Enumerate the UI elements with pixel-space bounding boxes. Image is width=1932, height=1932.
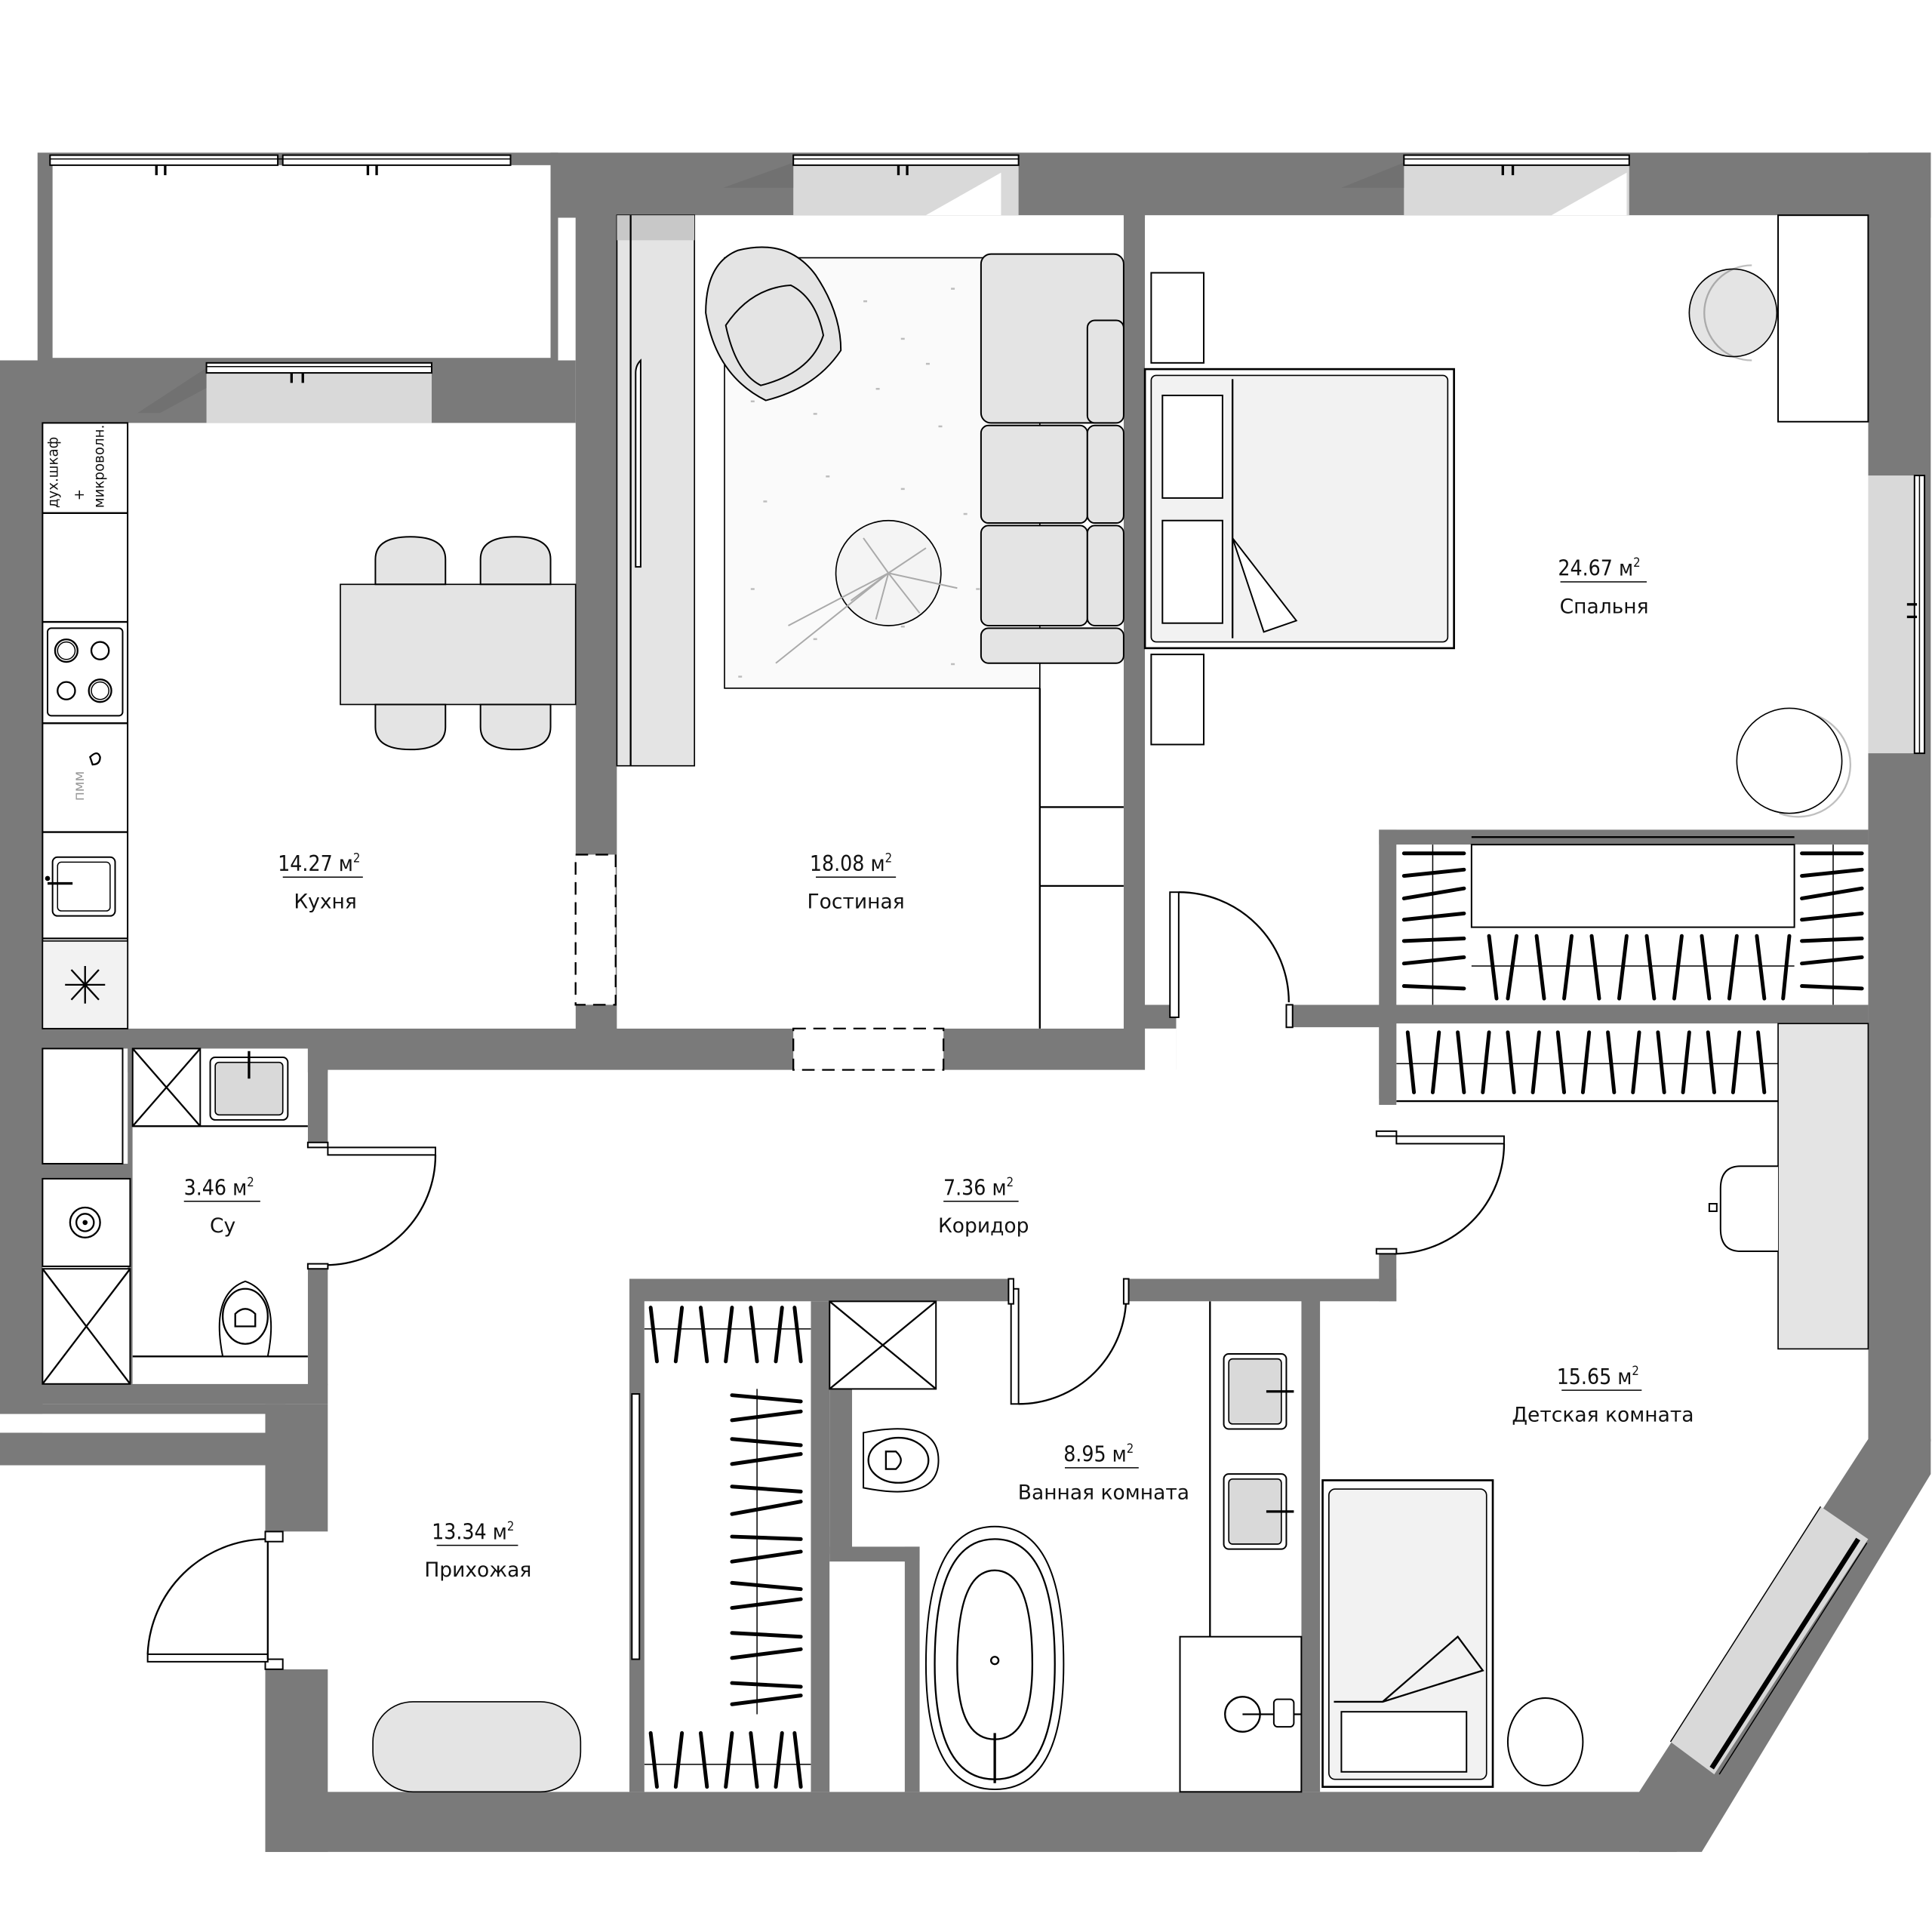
svg-text:24.67 м2: 24.67 м2 bbox=[1558, 555, 1640, 581]
bathtub-icon bbox=[924, 1525, 1065, 1790]
door-wc[interactable] bbox=[306, 1141, 437, 1270]
door-entrance[interactable] bbox=[146, 1531, 284, 1670]
dishwasher-label: пмм bbox=[72, 771, 88, 801]
room-label-bedroom: 24.67 м2 Спальня bbox=[1558, 555, 1648, 618]
shower-icon bbox=[1224, 1696, 1302, 1733]
svg-text:Спальня: Спальня bbox=[1560, 595, 1649, 618]
room-label-kids: 15.65 м2 Детская комната bbox=[1512, 1364, 1694, 1426]
dining-chair bbox=[374, 536, 552, 751]
single-bed bbox=[1321, 1479, 1494, 1788]
kitchen-sink-icon bbox=[45, 856, 116, 917]
living-furniture bbox=[616, 214, 1124, 1071]
room-label-wc: 3.46 м2 Су bbox=[184, 1175, 260, 1238]
room-label-hall: 13.34 м2 Прихожая bbox=[424, 1519, 531, 1582]
bathroom-furniture bbox=[829, 1300, 1303, 1793]
oven-label-line2: микроволн. bbox=[92, 425, 108, 509]
svg-text:8.95 м2: 8.95 м2 bbox=[1063, 1441, 1134, 1467]
toilet-icon bbox=[218, 1280, 272, 1358]
svg-text:Су: Су bbox=[210, 1214, 235, 1238]
window-bedroom-right bbox=[1868, 475, 1926, 755]
double-sink bbox=[1223, 1352, 1294, 1550]
window-kids-diagonal bbox=[1669, 1506, 1869, 1775]
hall-wardrobe bbox=[644, 1306, 811, 1789]
boiler-icon bbox=[42, 1177, 131, 1267]
svg-text:Коридор: Коридор bbox=[938, 1214, 1029, 1238]
window-living bbox=[723, 154, 1020, 216]
shaft-icon-bath bbox=[829, 1300, 937, 1390]
dishwasher-icon: пмм bbox=[72, 752, 101, 801]
svg-text:18.08 м2: 18.08 м2 bbox=[810, 851, 892, 876]
armchair bbox=[705, 246, 842, 401]
svg-text:7.36 м2: 7.36 м2 bbox=[943, 1175, 1014, 1201]
svg-text:Ванная комната: Ванная комната bbox=[1018, 1481, 1189, 1504]
windows bbox=[49, 154, 1926, 1775]
coffee-table-with-plant bbox=[775, 519, 958, 664]
door-bedroom[interactable] bbox=[1169, 891, 1294, 1029]
toilet-icon-bath bbox=[863, 1428, 940, 1493]
svg-text:14.27 м2: 14.27 м2 bbox=[278, 851, 360, 876]
hall-furniture bbox=[372, 1393, 641, 1793]
fridge-icon bbox=[42, 940, 128, 1029]
bedroom-furniture bbox=[1143, 214, 1869, 818]
svg-text:15.65 м2: 15.65 м2 bbox=[1557, 1364, 1639, 1389]
svg-text:Кухня: Кухня bbox=[294, 891, 356, 914]
svg-text:Гостиная: Гостиная bbox=[807, 891, 904, 914]
wc-furniture bbox=[42, 1048, 308, 1385]
door-kids[interactable] bbox=[1375, 1130, 1506, 1255]
cooktop-icon bbox=[47, 627, 124, 717]
svg-text:13.34 м2: 13.34 м2 bbox=[432, 1519, 514, 1545]
door-bathroom[interactable] bbox=[1008, 1278, 1130, 1405]
svg-text:Прихожая: Прихожая bbox=[424, 1558, 531, 1582]
svg-text:Детская комната: Детская комната bbox=[1512, 1404, 1694, 1427]
room-label-bathroom: 8.95 м2 Ванная комната bbox=[1018, 1441, 1189, 1504]
oven-label-line1: дух.шкаф bbox=[45, 437, 61, 508]
shaft-icon bbox=[42, 1048, 202, 1385]
sofa bbox=[980, 253, 1124, 664]
kitchen-furniture: дух.шкаф + микроволн. пмм bbox=[42, 422, 617, 1029]
room-label-living: 18.08 м2 Гостиная bbox=[807, 851, 904, 913]
window-balcony-top bbox=[49, 154, 512, 176]
kids-furniture bbox=[1321, 1023, 1869, 1788]
doors bbox=[146, 891, 1506, 1670]
wc-sink-icon bbox=[209, 1051, 289, 1121]
oven-label: дух.шкаф + микроволн. bbox=[45, 425, 107, 509]
room-label-corridor: 7.36 м2 Коридор bbox=[938, 1175, 1029, 1238]
window-bedroom-top bbox=[1341, 154, 1630, 216]
oven-label-plus: + bbox=[72, 489, 88, 500]
window-kitchen bbox=[137, 361, 433, 423]
room-labels: 14.27 м2 Кухня 18.08 м2 Гостиная 24.67 м… bbox=[184, 555, 1694, 1582]
double-bed bbox=[1143, 368, 1455, 650]
dining-table bbox=[340, 536, 577, 751]
armchair-round bbox=[1688, 264, 1852, 818]
svg-text:3.46 м2: 3.46 м2 bbox=[184, 1175, 254, 1201]
room-label-kitchen: 14.27 м2 Кухня bbox=[278, 851, 363, 914]
bedroom-closet bbox=[1401, 836, 1864, 1005]
